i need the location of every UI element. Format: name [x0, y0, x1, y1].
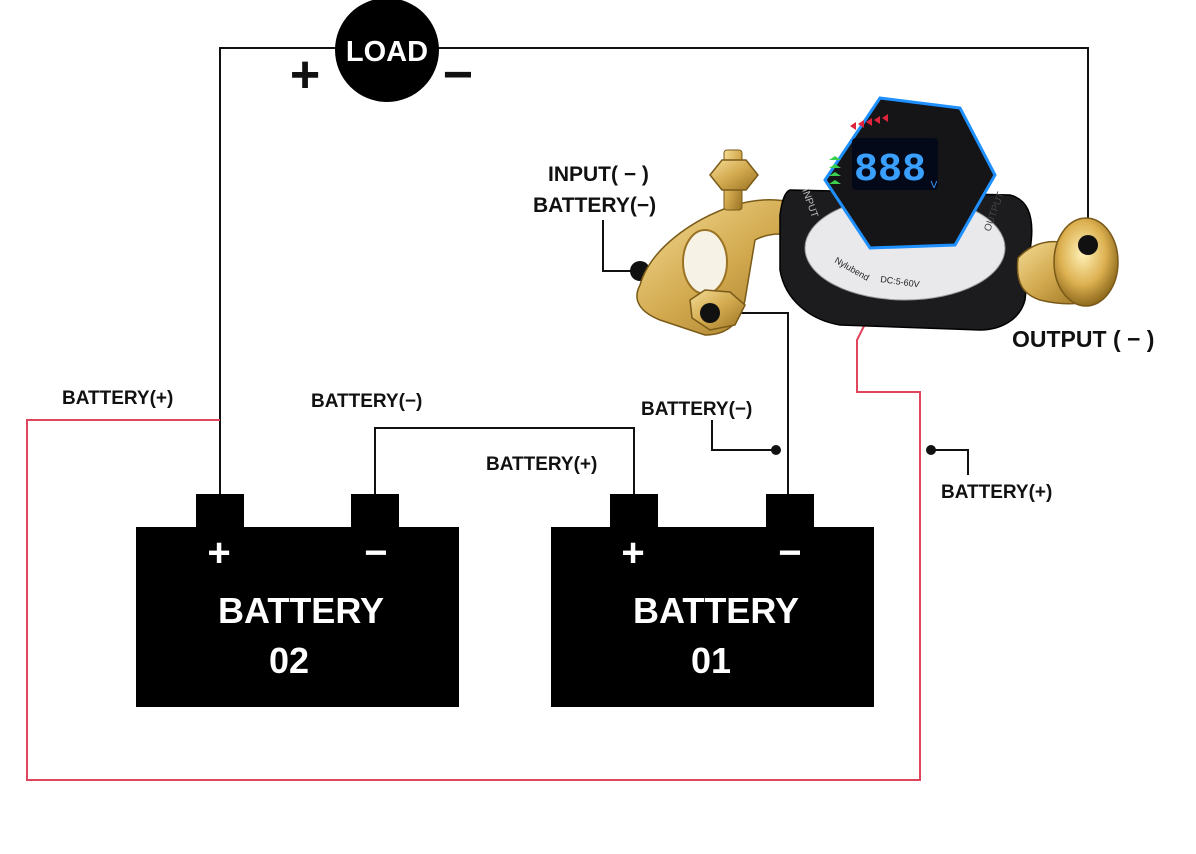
battery-01-number: 01 [691, 640, 731, 681]
display-screen [852, 138, 938, 190]
display-unit: V [931, 180, 938, 191]
load-plus-sign: + [290, 46, 320, 104]
load-label: LOAD [346, 36, 428, 68]
battery-01-plus-terminal [610, 494, 658, 528]
battery-01-minus-terminal [766, 494, 814, 528]
output-post [1016, 217, 1119, 307]
battery-02-number: 02 [269, 640, 309, 681]
label-battery01-plus: BATTERY(+) [486, 454, 597, 475]
wire-battery02-plus-to-load [219, 47, 340, 495]
label-output-minus: OUTPUT ( − ) [1012, 326, 1154, 352]
battery-02-minus-terminal [351, 494, 399, 528]
display-digits: 888 [854, 148, 926, 193]
load: LOAD + − [290, 0, 473, 104]
battery-02: + − BATTERY 02 [136, 494, 459, 707]
green-indicator-arrows [829, 156, 841, 184]
battery-01-plus: + [621, 531, 644, 575]
battery-02-title: BATTERY [218, 590, 384, 631]
output-contact-dot [1078, 235, 1098, 255]
clamp-contact-dot [700, 303, 720, 323]
output-post-body [1053, 217, 1119, 307]
battery-02-plus: + [207, 531, 230, 575]
battery-02-minus: − [364, 531, 387, 575]
brass-terminal-clamp [636, 149, 816, 336]
load-circle [335, 0, 439, 102]
battery-01-minus: − [778, 531, 801, 575]
clamp-hole [682, 229, 728, 295]
leader-input-battery-minus [602, 220, 638, 272]
label-right-battery-plus: BATTERY(+) [941, 482, 1052, 503]
label-bridge-minus: BATTERY(−) [311, 391, 422, 412]
battery-02-plus-terminal [196, 494, 244, 528]
leader-b1-minus [711, 420, 775, 451]
leader-dot-right-plus [926, 445, 936, 455]
leader-dot-b1-minus [771, 445, 781, 455]
battery-01: + − BATTERY 01 [551, 494, 874, 707]
leader-right-plus [933, 449, 969, 475]
battery-switch-device: 888 V INPUT OUTPUT Nylubend DC:5-60V [779, 96, 1033, 331]
wire-red-loop [26, 317, 921, 781]
wire-bridge-b2minus-b1plus [374, 427, 635, 495]
label-input-battery-minus: BATTERY(−) [533, 194, 656, 217]
battery-01-body [551, 527, 874, 707]
red-indicator-arrows [850, 114, 888, 130]
label-input-minus: INPUT( − ) [548, 163, 649, 186]
battery-02-body [136, 527, 459, 707]
label-battery02-plus: BATTERY(+) [62, 388, 173, 409]
clamp-nut-top [709, 159, 759, 191]
label-battery01-minus: BATTERY(−) [641, 399, 752, 420]
battery-01-title: BATTERY [633, 590, 799, 631]
load-minus-sign: − [443, 46, 473, 104]
wire-load-to-output [435, 47, 1089, 245]
